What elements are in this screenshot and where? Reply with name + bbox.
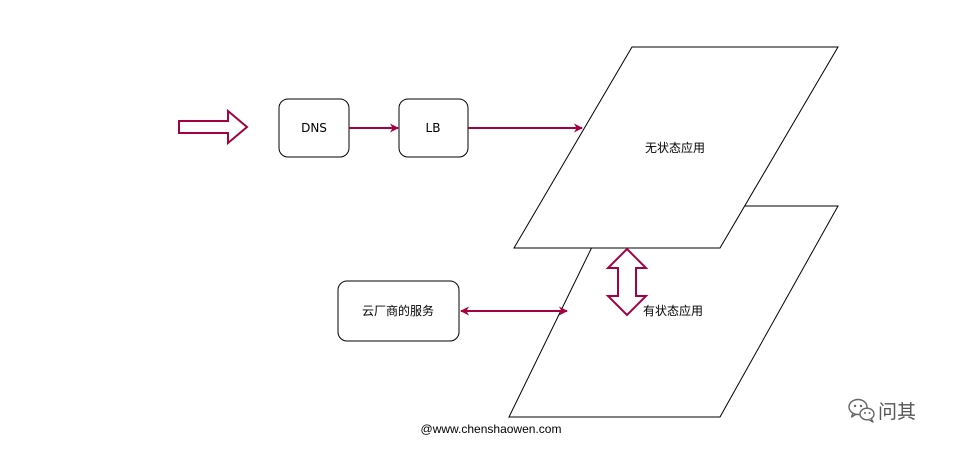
- entry-arrow: [178, 108, 249, 146]
- lb-node: LB: [398, 98, 469, 158]
- stateless-app-plane: [513, 46, 839, 249]
- stateless-stateful-double-arrow: [605, 247, 649, 317]
- watermark-url: @www.chenshaowen.com: [421, 422, 562, 436]
- wechat-icon: [848, 398, 875, 423]
- cloud-service-node: 云厂商的服务: [337, 280, 460, 342]
- cloud-service-label: 云厂商的服务: [362, 303, 434, 318]
- brand-name: 问其: [878, 401, 916, 423]
- stateful-app-plane: [508, 205, 839, 418]
- dns-label: DNS: [301, 121, 327, 135]
- lb-label: LB: [426, 121, 441, 135]
- dns-node: DNS: [278, 98, 350, 158]
- stateful-app-label: 有状态应用: [643, 303, 703, 318]
- stateless-app-label: 无状态应用: [645, 140, 705, 155]
